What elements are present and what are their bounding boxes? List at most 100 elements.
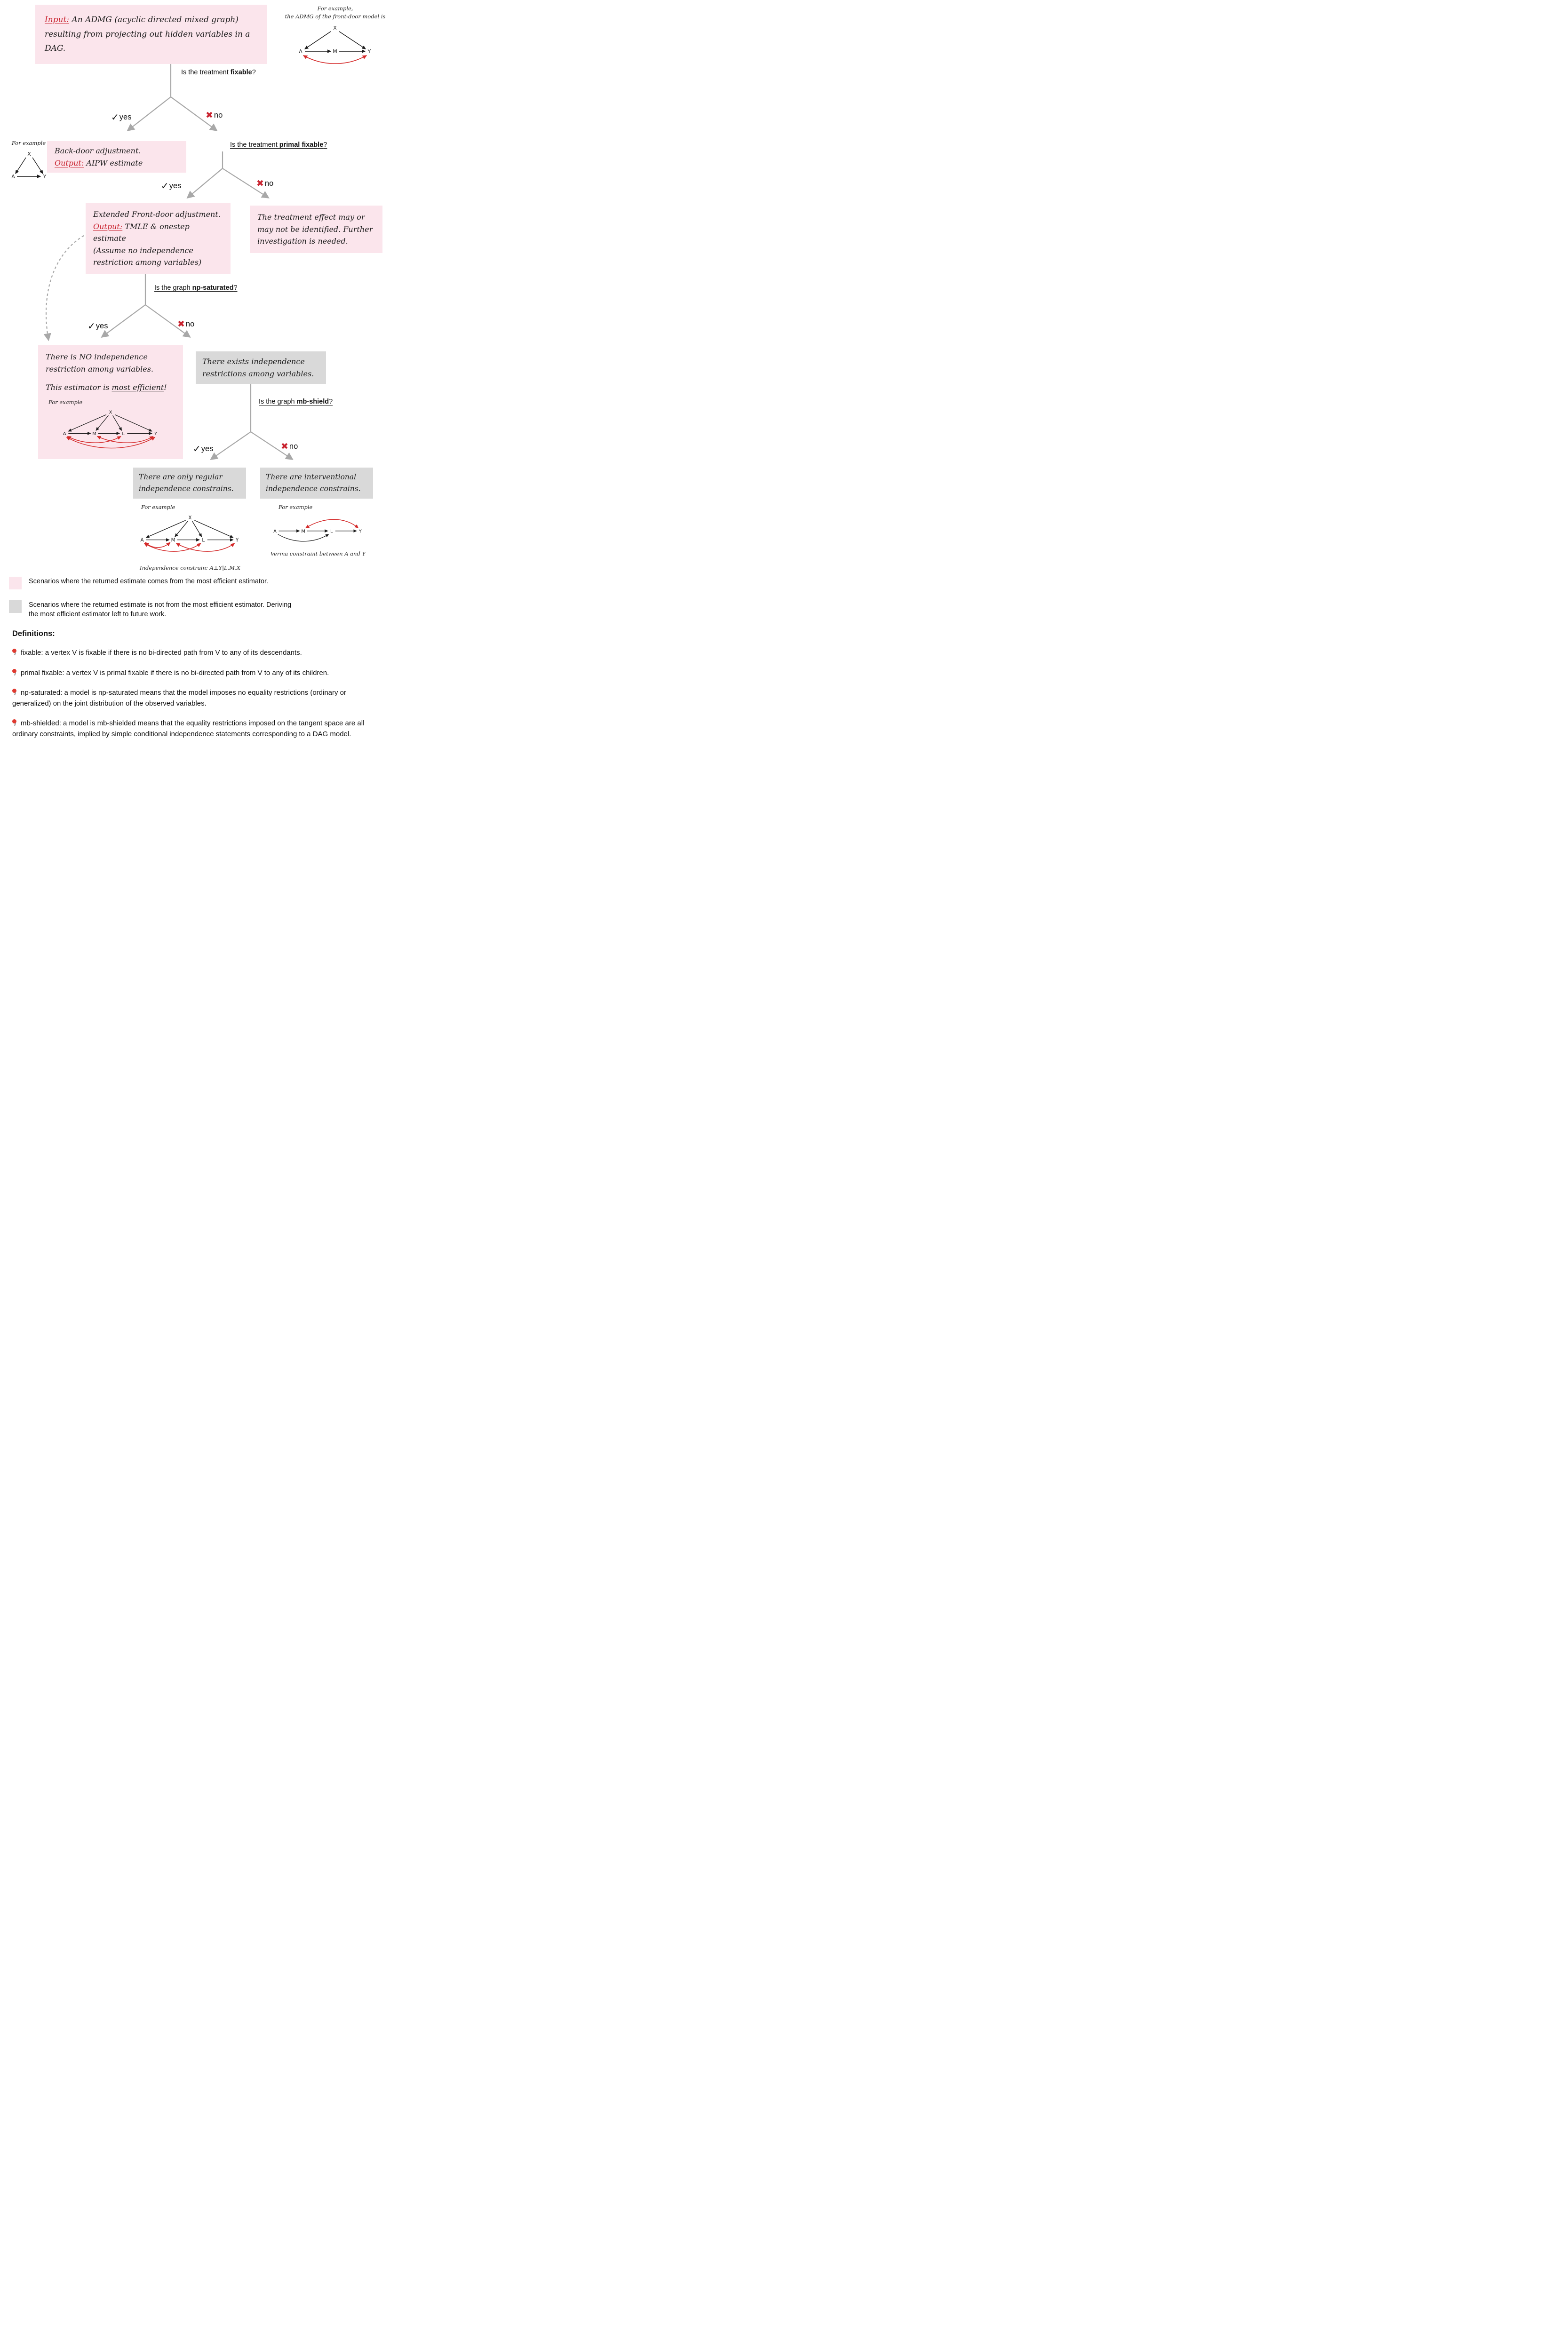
input-box: Input: An ADMG (acyclic directed mixed g…	[35, 5, 267, 64]
example-caption-line1: For example,	[317, 5, 353, 12]
node-label-x: X	[188, 515, 191, 521]
directed-edges	[304, 31, 366, 54]
pushpin-icon	[12, 649, 18, 655]
node-labels: X A M Y	[299, 25, 371, 55]
question-keyword: np-saturated	[192, 284, 234, 292]
pink-swatch	[9, 577, 22, 589]
definition-np-saturated: np-saturated: a model is np-saturated me…	[12, 688, 370, 709]
interventional-constraints-text: There are interventional independence co…	[266, 473, 361, 493]
example-caption-line2: the ADMG of the front-door model is	[285, 13, 386, 20]
node-label-m: M	[333, 48, 337, 55]
node-labels: A M L Y	[273, 529, 362, 534]
node-label-x: X	[109, 410, 112, 415]
definition-text: fixable: a vertex V is fixable if there …	[21, 649, 302, 657]
example-caption: For example	[279, 504, 313, 510]
node-labels: X A M L Y	[63, 410, 158, 437]
question-mark: ?	[323, 141, 327, 149]
no-label: no	[289, 442, 298, 451]
verma-graph: A M L Y	[273, 519, 362, 541]
branch-no-4: ✖no	[281, 441, 298, 452]
output-text: AIPW estimate	[86, 158, 143, 167]
definitions-heading: Definitions:	[12, 629, 55, 638]
legend-gray-text: Scenarios where the returned estimate is…	[29, 601, 292, 618]
question-fixable: Is the treatment fixable?	[181, 69, 256, 76]
check-icon: ✓	[88, 320, 96, 332]
not-identified-text: The treatment effect may or may not be i…	[257, 213, 373, 246]
yes-label: yes	[169, 181, 182, 190]
connector-arrow	[145, 304, 191, 338]
input-text: An ADMG (acyclic directed mixed graph) r…	[45, 15, 250, 54]
node-label-y: Y	[154, 431, 158, 437]
independence-constraint-caption: Independence constrain: A⊥Y|L,M,X	[140, 564, 240, 571]
definitions-section: Definitions: fixable: a vertex V is fixa…	[12, 629, 370, 739]
node-label-l: L	[122, 431, 125, 437]
frontdoor-graph: X A M Y	[299, 25, 371, 64]
regular-graph: X A M L Y	[141, 515, 239, 552]
question-np-saturated: Is the graph np-saturated?	[154, 284, 238, 292]
legend-pink-row: Scenarios where the returned estimate co…	[9, 577, 299, 589]
yes-label: yes	[201, 444, 214, 453]
backdoor-line1: Back-door adjustment.	[55, 146, 141, 155]
definition-primal-fixable: primal fixable: a vertex V is primal fix…	[12, 668, 370, 679]
cross-icon: ✖	[177, 319, 185, 329]
no-label: no	[264, 179, 274, 188]
saturated-graph: X A M L Y	[63, 410, 158, 449]
connector-arrow	[170, 96, 218, 131]
node-label-y: Y	[43, 174, 47, 180]
node-label-x: X	[27, 151, 31, 157]
extended-note: (Assume no independence restriction amon…	[93, 246, 202, 267]
node-label-x: X	[333, 25, 337, 31]
dashed-reference-arrow	[43, 233, 88, 342]
backdoor-example: For example X A Y	[7, 139, 50, 183]
gray-swatch	[9, 600, 22, 613]
question-mark: ?	[233, 284, 238, 292]
check-icon: ✓	[193, 443, 201, 454]
example-caption: For example	[141, 504, 175, 510]
cross-icon: ✖	[256, 178, 264, 189]
pushpin-icon	[12, 668, 18, 675]
backdoor-box: Back-door adjustment. Output: AIPW estim…	[47, 141, 186, 173]
node-label-a: A	[299, 48, 302, 55]
output-label: Output:	[93, 222, 123, 231]
no-label: no	[214, 111, 223, 119]
input-label: Input:	[45, 15, 70, 24]
verma-example: For example A M L Y Verma constraint bet…	[260, 503, 376, 557]
connector-arrow	[101, 304, 146, 338]
legend-pink-text: Scenarios where the returned estimate co…	[29, 578, 269, 585]
example-caption: For example	[11, 140, 46, 146]
cross-icon: ✖	[206, 110, 213, 120]
node-label-m: M	[92, 431, 96, 437]
yes-label: yes	[119, 112, 132, 121]
question-keyword: primal fixable	[279, 141, 324, 149]
directed-arc	[278, 533, 329, 541]
extended-line2: Output: TMLE & onestep estimate	[93, 221, 223, 245]
bidirected-edge	[302, 55, 367, 64]
check-icon: ✓	[111, 111, 119, 123]
node-labels: X A Y	[11, 151, 46, 180]
pushpin-icon	[12, 719, 18, 725]
definition-mb-shielded: mb-shielded: a model is mb-shielded mean…	[12, 718, 370, 739]
branch-yes-4: ✓yes	[193, 443, 213, 454]
node-label-l: L	[202, 537, 205, 543]
regular-constraints-box: There are only regular independence cons…	[133, 468, 246, 499]
definition-text: mb-shielded: a model is mb-shielded mean…	[12, 719, 365, 738]
connector-arrow	[186, 168, 223, 199]
branch-yes-3: ✓yes	[88, 320, 108, 332]
cross-icon: ✖	[281, 441, 288, 452]
yes-label: yes	[96, 321, 108, 330]
not-identified-box: The treatment effect may or may not be i…	[250, 206, 382, 253]
node-label-m: M	[301, 529, 305, 534]
regular-constraints-text: There are only regular independence cons…	[139, 473, 234, 493]
exists-independence-box: There exists independence restrictions a…	[196, 351, 326, 384]
bidirected-edge	[305, 519, 359, 528]
connector-arrow	[250, 431, 294, 460]
question-text: Is the treatment	[230, 141, 279, 149]
question-keyword: mb-shield	[296, 398, 329, 405]
output-text: TMLE & onestep estimate	[93, 222, 190, 243]
node-label-l: L	[330, 529, 333, 534]
definition-fixable: fixable: a vertex V is fixable if there …	[12, 648, 370, 659]
question-mark: ?	[329, 398, 333, 405]
backdoor-line2: Output: AIPW estimate	[55, 157, 179, 169]
most-efficient-line: This estimator is most efficient!	[46, 383, 167, 392]
connector-arrow	[210, 431, 251, 460]
